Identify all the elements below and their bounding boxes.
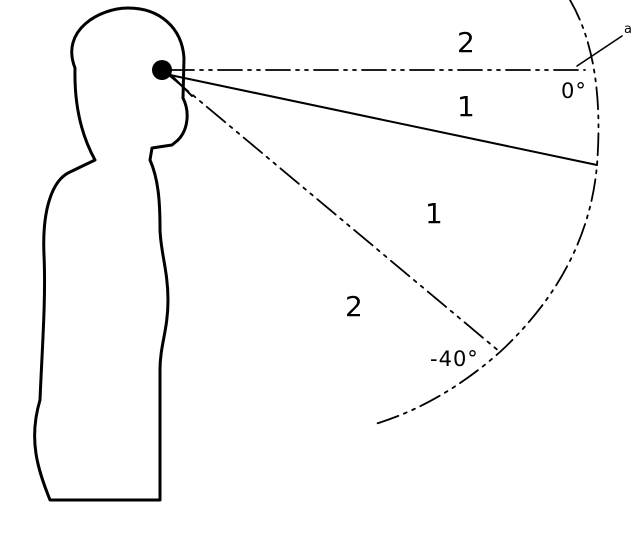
callout-leader	[576, 35, 623, 67]
eye-point	[152, 60, 172, 80]
lower-sight-line	[169, 75, 501, 353]
zone-label-lower-1: 1	[425, 197, 443, 230]
zone-boundary-line	[169, 74, 598, 166]
angle-label-horizontal: 0°	[561, 79, 587, 103]
zone-label-upper-1: 1	[457, 90, 475, 123]
eye-tick	[169, 73, 193, 97]
zone-label-upper-2: 2	[457, 26, 475, 59]
zone-label-lower-2: 2	[345, 290, 363, 323]
field-of-view-arc	[371, 0, 600, 426]
callout-letter: a	[624, 22, 632, 37]
angle-label-lower: -40°	[430, 347, 479, 371]
person-silhouette	[33, 6, 189, 502]
